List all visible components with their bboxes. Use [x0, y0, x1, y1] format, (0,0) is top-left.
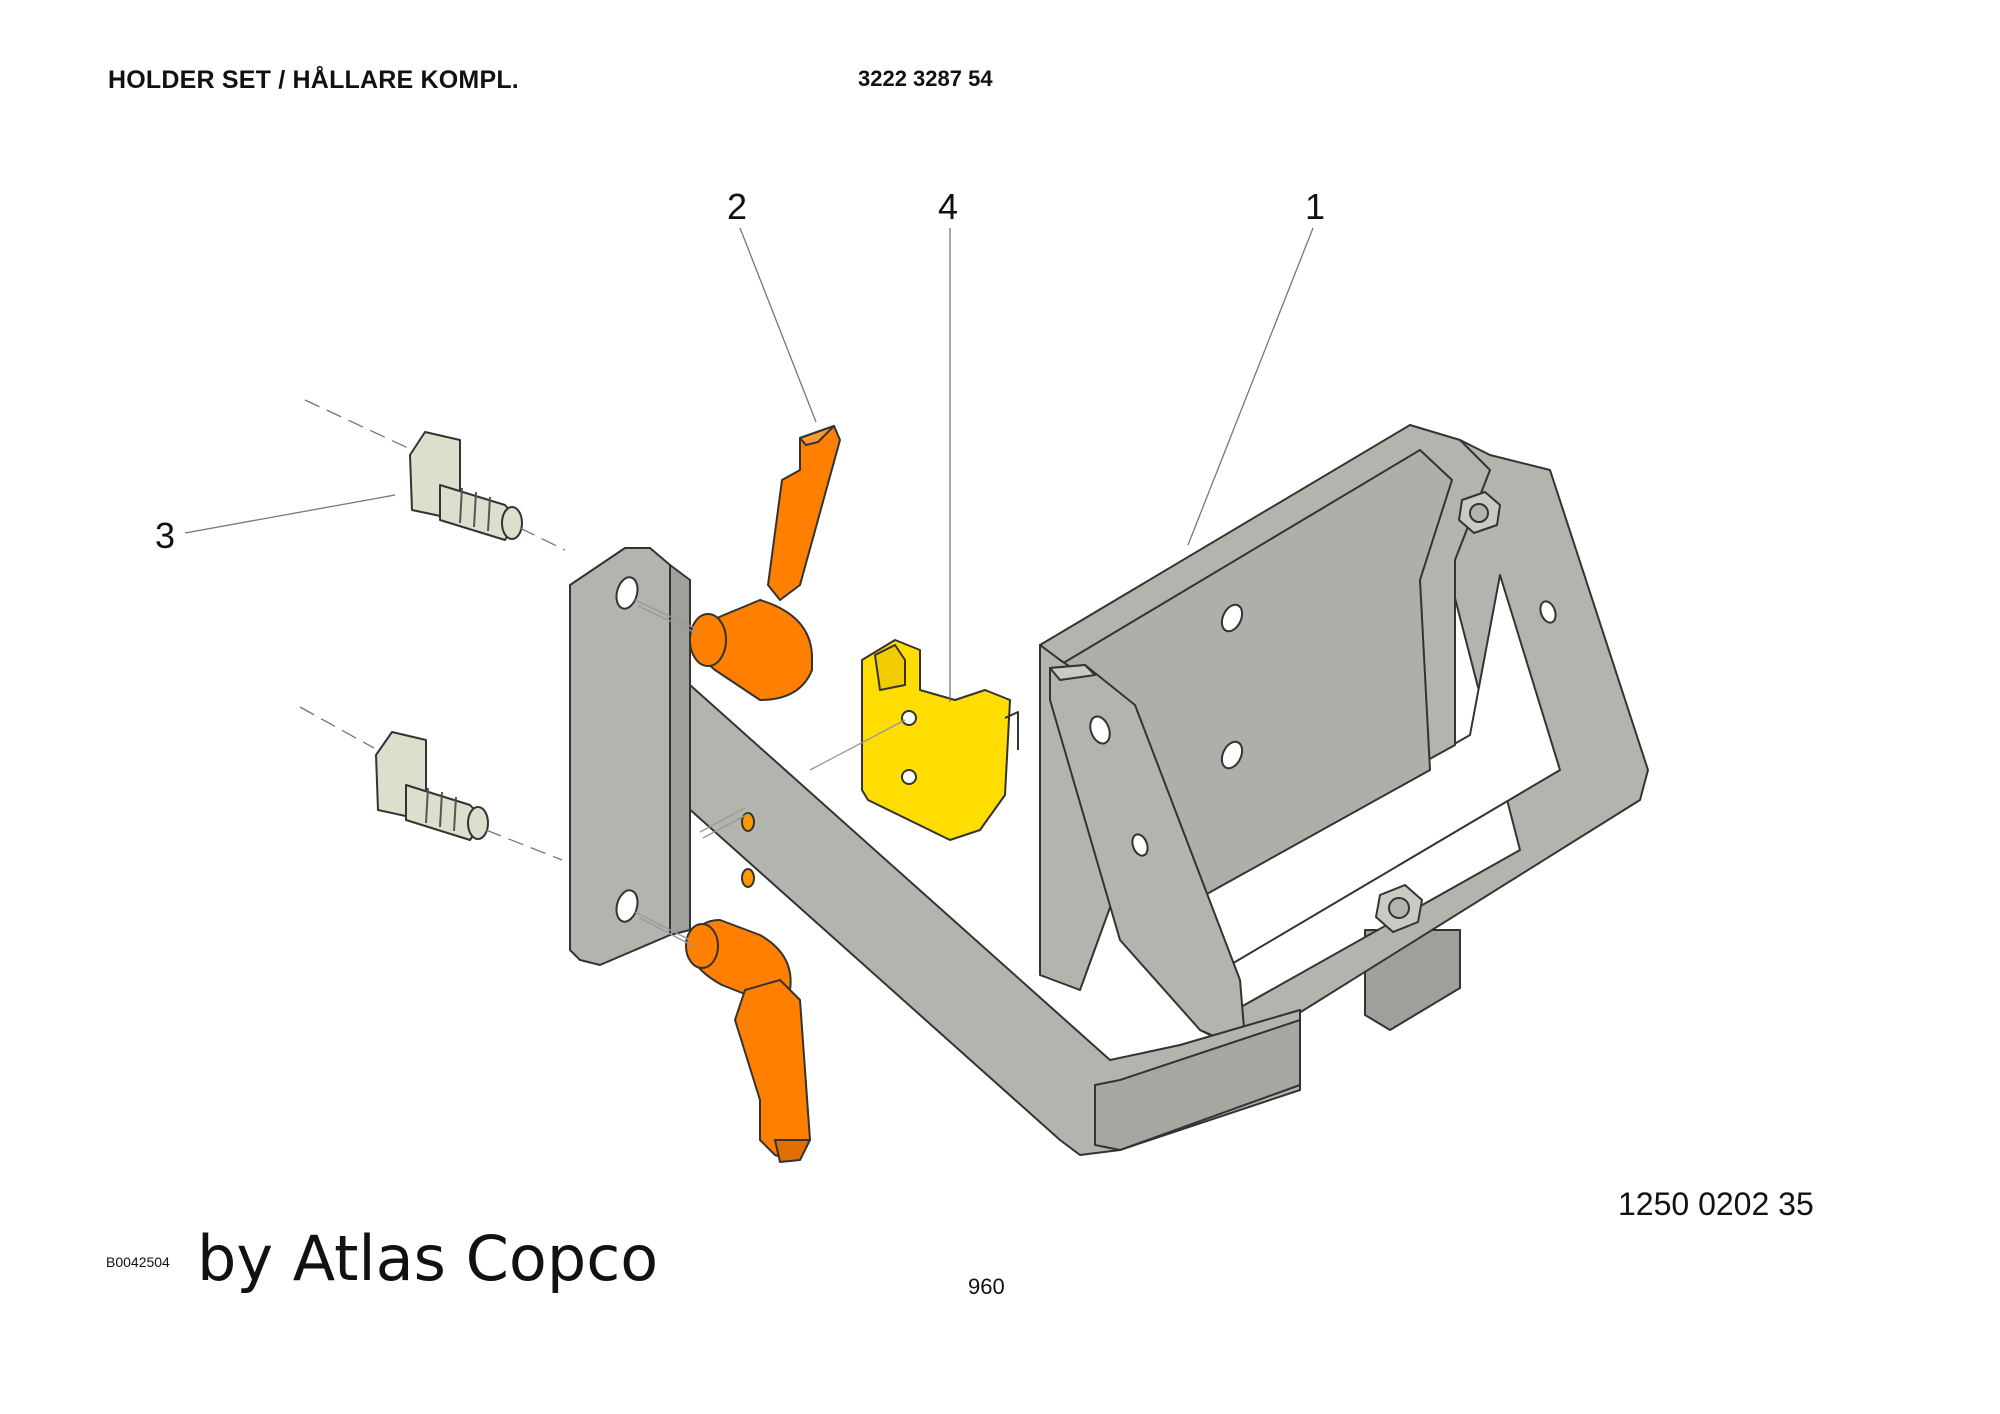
leader-lines — [184, 227, 1314, 702]
t-bolt-upper — [409, 431, 523, 541]
callout-4: 4 — [938, 186, 958, 227]
page-number: 960 — [968, 1274, 1005, 1299]
t-bolt-lower — [375, 731, 489, 841]
bracket-cradle — [1039, 424, 1649, 1051]
part-number: 3222 3287 54 — [858, 66, 993, 91]
page-title: HOLDER SET / HÅLLARE KOMPL. — [108, 66, 519, 94]
assembly-lines — [299, 399, 906, 947]
callout-3: 3 — [155, 515, 175, 556]
callout-2: 2 — [727, 186, 747, 227]
yellow-holder-clip — [861, 639, 1019, 841]
clamping-lever-lower — [685, 919, 811, 1163]
callout-1: 1 — [1305, 186, 1325, 227]
brand-watermark: by Atlas Copco — [197, 1222, 659, 1295]
bracket-arm — [569, 547, 1301, 1156]
clamping-lever-upper — [689, 425, 841, 701]
reference-number: 1250 0202 35 — [1618, 1186, 1814, 1222]
image-id: B0042504 — [106, 1254, 170, 1270]
